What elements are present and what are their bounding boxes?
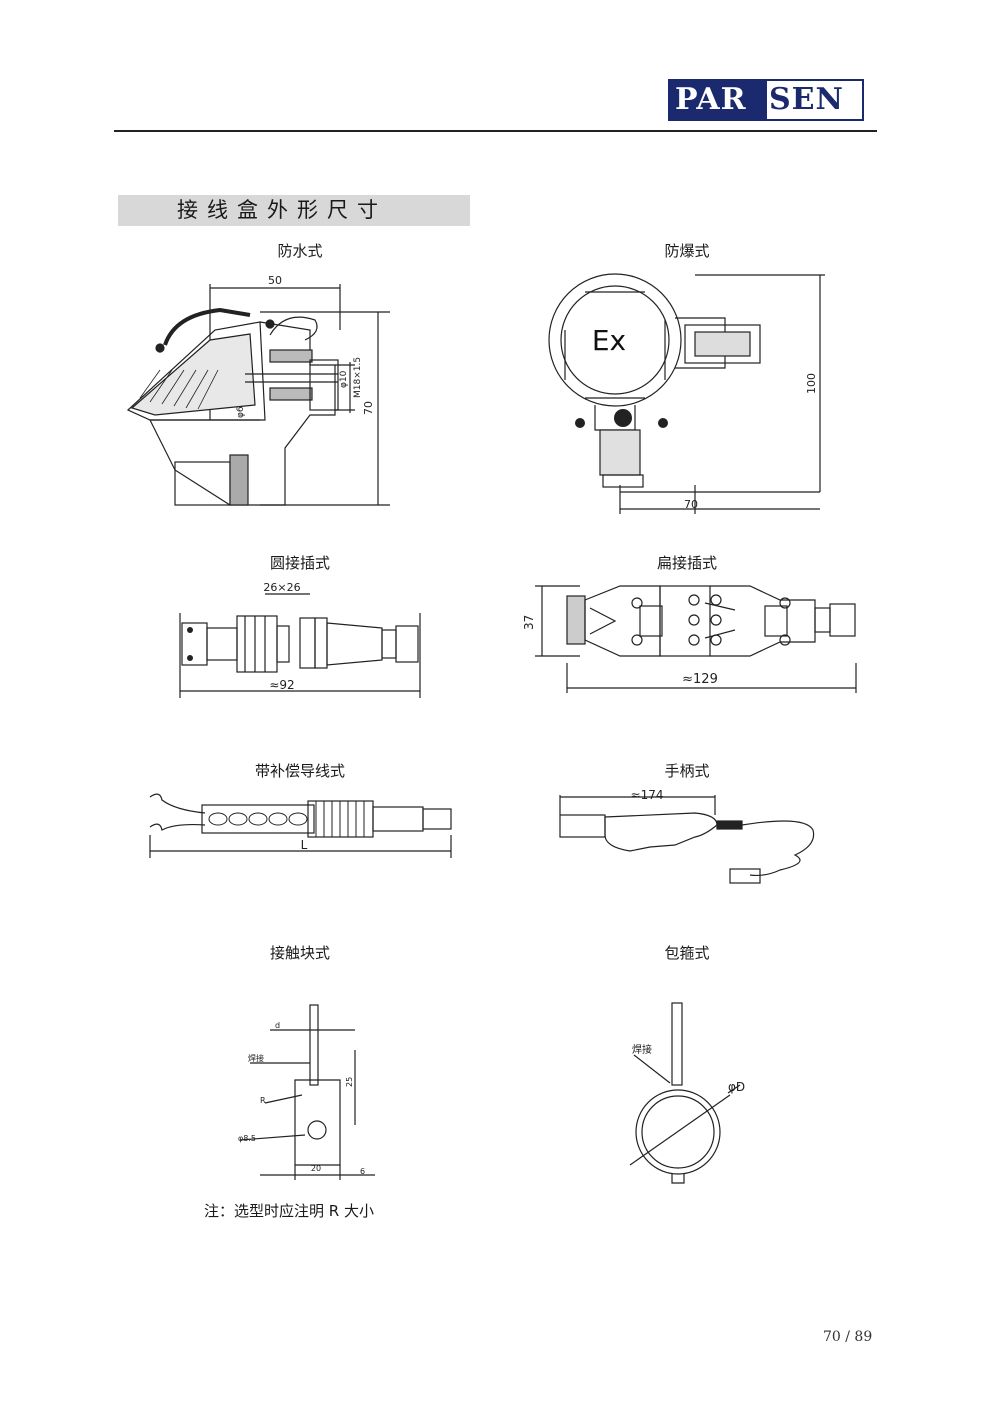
svg-text:26×26: 26×26 [263, 581, 300, 594]
svg-text:焊接: 焊接 [632, 1043, 652, 1056]
label-flat-plug: 扁接插式 [656, 554, 717, 572]
svg-text:70: 70 [362, 401, 375, 415]
svg-text:≈174: ≈174 [631, 788, 664, 802]
logo-text-sen: SEN [769, 82, 844, 117]
parsen-logo: PAR SEN [668, 79, 864, 121]
svg-text:R: R [260, 1096, 266, 1105]
svg-text:Ex: Ex [592, 324, 626, 357]
svg-text:φ8.5: φ8.5 [238, 1134, 256, 1143]
svg-text:6: 6 [360, 1167, 365, 1176]
clamp-drawing: 焊接 φD [629, 1002, 745, 1184]
label-handle: 手柄式 [664, 762, 710, 780]
svg-text:50: 50 [268, 274, 282, 287]
explosion-proof-drawing: Ex 100 70 [548, 273, 825, 514]
selection-note: 注：选型时应注明 R 大小 [204, 1202, 374, 1220]
svg-text:20: 20 [311, 1164, 321, 1173]
logo-text-par: PAR [675, 82, 747, 117]
svg-text:φD: φD [728, 1080, 745, 1094]
contact-block-drawing: d 焊接 R φ8.5 20 6 25 [238, 1004, 375, 1180]
svg-text:d: d [275, 1021, 280, 1030]
page-number: 70 / 89 [823, 1329, 873, 1345]
svg-text:M18×1.5: M18×1.5 [353, 357, 363, 398]
round-plug-drawing: 26×26 ≈92 [179, 581, 421, 698]
svg-text:25: 25 [345, 1077, 354, 1087]
label-clamp: 包箍式 [664, 944, 710, 962]
label-round-plug: 圆接插式 [269, 554, 330, 572]
section-title: 接线盒外形尺寸 [118, 195, 470, 226]
svg-text:100: 100 [805, 373, 818, 394]
compensation-wire-drawing: L [149, 793, 452, 858]
label-waterproof: 防水式 [277, 242, 323, 260]
label-compensation-wire: 带补偿导线式 [254, 762, 345, 780]
waterproof-drawing: 50 70 φ10 M18×1.5 φ6 [126, 274, 390, 506]
svg-text:φ10: φ10 [339, 370, 349, 388]
svg-text:φ6: φ6 [236, 406, 246, 418]
logo-dark-block [670, 81, 767, 119]
header-rule [114, 130, 877, 132]
svg-text:70: 70 [684, 498, 698, 511]
svg-text:37: 37 [522, 615, 536, 630]
flat-plug-drawing: 37 ≈129 [522, 585, 857, 693]
label-contact-block: 接触块式 [269, 944, 330, 962]
svg-text:焊接: 焊接 [248, 1053, 264, 1063]
label-explosion-proof: 防爆式 [664, 242, 710, 260]
svg-text:≈92: ≈92 [269, 678, 294, 692]
handle-drawing: ≈174 [559, 788, 815, 884]
svg-text:L: L [301, 838, 308, 852]
svg-text:≈129: ≈129 [682, 672, 718, 687]
